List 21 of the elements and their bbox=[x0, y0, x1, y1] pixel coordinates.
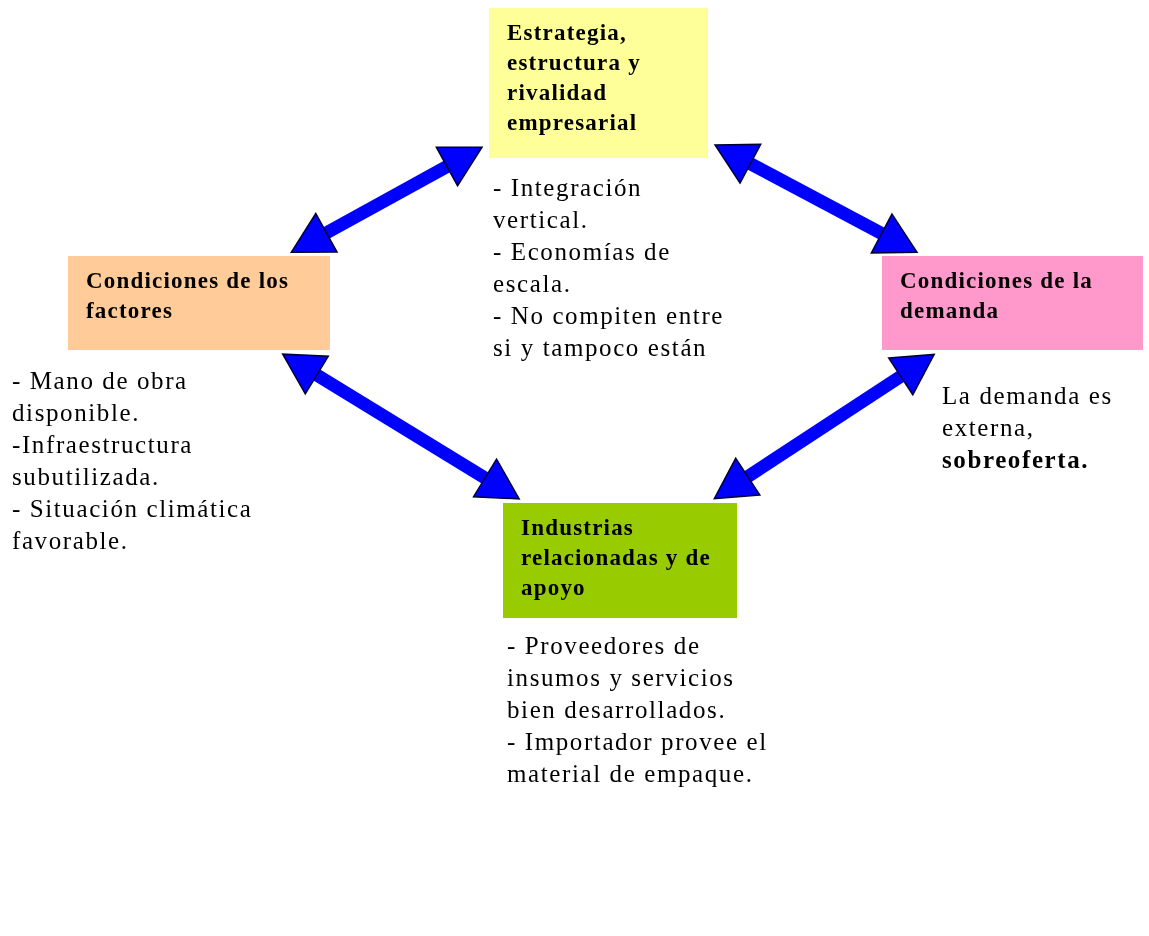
note-text: - Mano de obra disponible. bbox=[12, 366, 189, 428]
note-text: - Integración vertical. bbox=[493, 173, 644, 235]
note-text: - Importador provee el material de empaque. bbox=[507, 727, 769, 789]
note-text: - Proveedores de insumos y servicios bien desarrollados. bbox=[507, 631, 736, 725]
note-text: - Situación climática favorable. bbox=[12, 494, 254, 556]
box-title: Condiciones de los factores bbox=[86, 268, 290, 323]
double-arrow bbox=[713, 353, 935, 500]
double-arrow bbox=[281, 353, 520, 500]
note-text: -Infraestructura subutilizada. bbox=[12, 430, 195, 492]
double-arrow bbox=[714, 143, 918, 254]
note-text: - No compiten entre si y tampoco están bbox=[493, 301, 726, 363]
box-title: Industrias relacionadas y de apoyo bbox=[521, 515, 711, 600]
double-arrow bbox=[290, 146, 483, 253]
note-text: - Economías de escala. bbox=[493, 237, 672, 299]
factor-box bbox=[882, 256, 1143, 350]
factor-box bbox=[68, 256, 330, 350]
factor-box bbox=[503, 503, 737, 618]
factor-box bbox=[489, 8, 708, 158]
note-text: La demanda es externa, sobreoferta. bbox=[942, 381, 1114, 475]
box-title: Condiciones de la demanda bbox=[900, 268, 1093, 323]
box-title: Estrategia, estructura y rivalidad empresarial bbox=[507, 20, 641, 135]
